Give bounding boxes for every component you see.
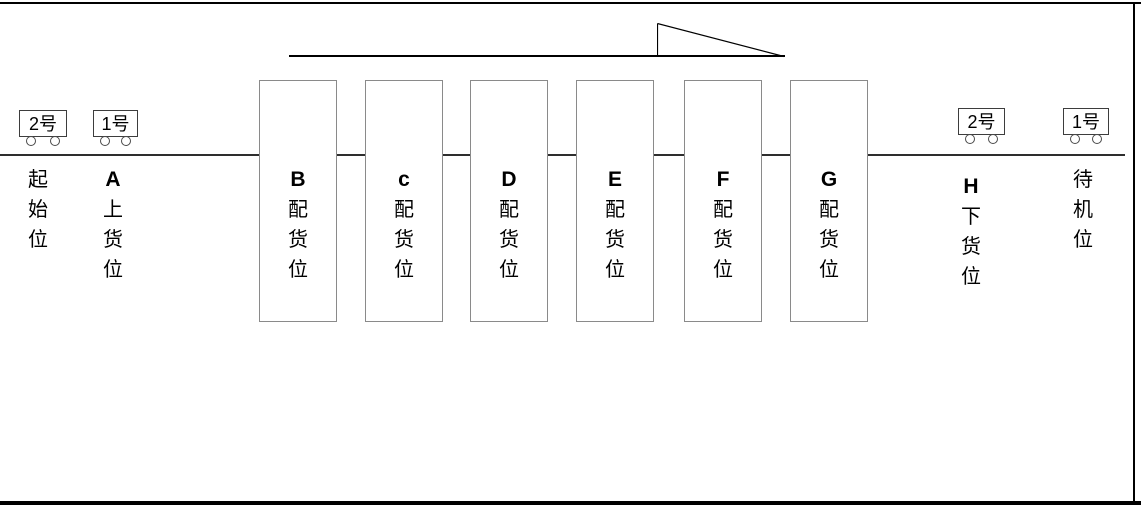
station-c-label: 配货位 (394, 199, 414, 281)
station-f-letter: F (716, 168, 730, 191)
cart-wheel-icon (100, 136, 110, 146)
station-c-text: c 配货位 (366, 165, 442, 285)
station-b: B 配货位 (259, 80, 337, 322)
cart-wheel-icon (26, 136, 36, 146)
station-d-letter: D (501, 168, 517, 191)
cart-1-left-label: 1号 (101, 113, 130, 134)
frame-border-right (1133, 2, 1135, 505)
cart-wheel-icon (1092, 134, 1102, 144)
station-b-label: 配货位 (288, 199, 308, 281)
station-c: c 配货位 (365, 80, 443, 322)
station-g-letter: G (820, 168, 838, 191)
cart-2-left-label: 2号 (28, 113, 57, 134)
unload-position-label: H 下货位 (960, 172, 982, 292)
unload-position-text: 下货位 (961, 206, 981, 288)
start-position-text: 起始位 (28, 169, 48, 251)
station-g: G 配货位 (790, 80, 868, 322)
cart-2-left: 2号 (19, 110, 67, 146)
station-f: F 配货位 (684, 80, 762, 322)
load-position-label: A 上货位 (102, 165, 124, 285)
start-position-label: 起始位 (27, 165, 49, 255)
station-e: E 配货位 (576, 80, 654, 322)
cart-wheel-icon (988, 134, 998, 144)
station-e-text: E 配货位 (577, 165, 653, 285)
standby-position-label: 待机位 (1072, 165, 1094, 255)
cart-wheel-icon (121, 136, 131, 146)
flag-baseline (289, 55, 785, 57)
cart-2-left-body: 2号 (19, 110, 67, 137)
frame-border-top (0, 2, 1141, 4)
station-e-letter: E (607, 168, 622, 191)
standby-position-text: 待机位 (1073, 169, 1093, 251)
station-d-label: 配货位 (499, 199, 519, 281)
cart-1-right-label: 1号 (1071, 111, 1100, 132)
unload-position-letter: H (963, 175, 979, 198)
station-e-label: 配货位 (605, 199, 625, 281)
cart-2-right-label: 2号 (967, 111, 996, 132)
load-position-text: 上货位 (103, 199, 123, 281)
cart-2-right-body: 2号 (958, 108, 1005, 135)
cart-1-right: 1号 (1063, 108, 1109, 144)
station-d: D 配货位 (470, 80, 548, 322)
cart-1-left: 1号 (93, 110, 138, 146)
station-b-letter: B (290, 168, 306, 191)
track-line (0, 154, 1125, 156)
cart-wheel-icon (50, 136, 60, 146)
flag-marker-icon (657, 23, 785, 58)
station-g-text: G 配货位 (791, 165, 867, 285)
cart-1-left-body: 1号 (93, 110, 138, 137)
station-c-letter: c (398, 168, 410, 191)
load-position-letter: A (105, 168, 121, 191)
cart-1-right-body: 1号 (1063, 108, 1109, 135)
station-d-text: D 配货位 (471, 165, 547, 285)
frame-border-bottom (0, 501, 1141, 505)
cart-wheel-icon (965, 134, 975, 144)
cart-wheel-icon (1070, 134, 1080, 144)
station-b-text: B 配货位 (260, 165, 336, 285)
cart-2-right: 2号 (958, 108, 1005, 144)
station-g-label: 配货位 (819, 199, 839, 281)
station-f-label: 配货位 (713, 199, 733, 281)
station-f-text: F 配货位 (685, 165, 761, 285)
